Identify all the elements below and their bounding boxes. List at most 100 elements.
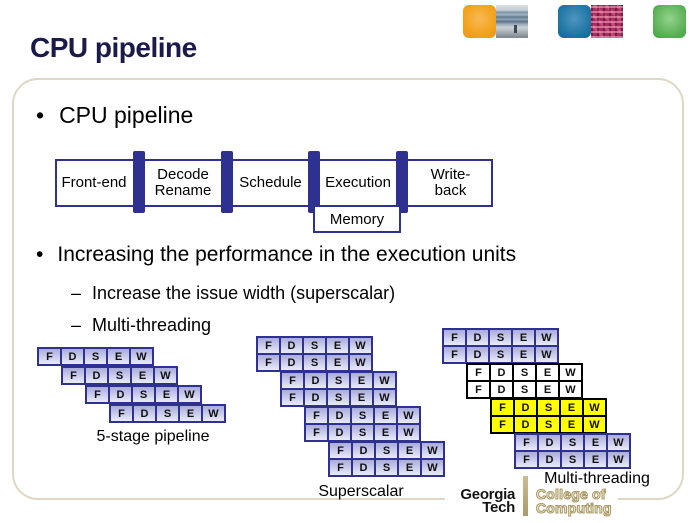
stage-cell: W [177,385,202,404]
pipeline-rectangle [55,159,493,207]
stage-cell: F [328,458,353,477]
stage-decode-rename: Decode Rename [154,165,212,199]
stage-cell: S [536,415,561,434]
stage-cell: S [83,347,108,366]
pipeline-latch [396,151,408,213]
bullet-dot-icon: • [36,102,45,128]
stage-cell: W [606,450,631,469]
sub-bullet-text: Increase the issue width (superscalar) [92,283,396,303]
stage-cell: F [490,415,515,434]
blue-swatch-icon [558,5,591,38]
stage-cell: E [178,404,203,423]
logo-line: Tech [482,499,515,516]
stage-cell: F [37,347,62,366]
stage-cell: S [107,366,132,385]
stage-cell: F [442,345,467,364]
stage-cell: D [489,380,514,399]
stage-cell: S [488,345,513,364]
stage-cell: E [349,388,374,407]
pipeline-latch [221,151,233,213]
georgia-tech-logo: Georgia Tech College of Computing [445,476,618,516]
logo-line: Georgia [460,486,515,503]
stage-cell: W [129,347,154,366]
dash-icon: – [71,283,82,303]
stage-cell: D [513,415,538,434]
bullet-cpu-pipeline: • CPU pipeline [36,102,193,129]
dash-icon: – [71,315,82,335]
stage-write-back: Write- back [430,165,471,199]
stage-cell: D [132,404,157,423]
logo-line: Computing [535,500,612,516]
stage-cell: S [155,404,180,423]
stage-cell: S [326,388,351,407]
bullet-performance: • Increasing the performance in the exec… [36,243,516,267]
bullet-text: Increasing the performance in the execut… [57,243,517,266]
stage-cell: D [351,458,376,477]
stage-cell: S [512,380,537,399]
stage-cell: W [396,423,421,442]
stage-cell: S [350,423,375,442]
stage-cell: E [106,347,131,366]
stage-cell: F [109,404,134,423]
stage-cell: F [304,423,329,442]
stage-cell: E [583,450,608,469]
stage-front-end: Front-end [61,173,127,191]
stage-cell: F [85,385,110,404]
stage-cell: D [303,388,328,407]
sub-bullet-issue-width: – Increase the issue width (superscalar) [71,283,395,304]
caption-multithreading: Multi-threading [544,470,650,487]
stage-cell: E [325,353,350,372]
stage-cell: D [465,345,490,364]
stage-cell: S [374,458,399,477]
chip-die-photo-icon [591,5,623,38]
stage-cell: W [153,366,178,385]
stage-cell: E [130,366,155,385]
logo-line: College of [535,486,606,502]
stage-cell: E [559,415,584,434]
stage-cell: W [372,388,397,407]
georgia-tech-wordmark: Georgia Tech [451,486,515,516]
stage-cell: E [373,423,398,442]
stage-cell: S [131,385,156,404]
bullet-text: CPU pipeline [59,102,194,128]
stage-cell: D [84,366,109,385]
green-swatch-icon [653,5,686,38]
stage-cell: W [201,404,226,423]
orange-swatch-icon [463,5,496,38]
pipeline-latch [308,151,320,213]
campus-photo-icon [496,5,528,38]
college-of-computing-wordmark: College of Computing [535,486,612,516]
stage-cell: W [582,415,607,434]
stage-cell: F [256,353,281,372]
caption-superscalar: Superscalar [318,483,404,500]
content-frame [12,78,684,500]
stage-cell: W [534,345,559,364]
bullet-dot-icon: • [36,243,44,266]
stage-cell: D [108,385,133,404]
stage-cell: S [560,450,585,469]
stage-schedule: Schedule [239,173,302,191]
stage-cell: D [327,423,352,442]
stage-cell: F [514,450,539,469]
stage-cell: W [558,380,583,399]
sub-bullet-text: Multi-threading [92,315,212,335]
stage-cell: D [279,353,304,372]
caption-five-stage: 5-stage pipeline [96,428,210,445]
stage-cell: F [280,388,305,407]
stage-cell: D [537,450,562,469]
stage-cell: F [466,380,491,399]
slide-title: CPU pipeline [30,32,197,63]
